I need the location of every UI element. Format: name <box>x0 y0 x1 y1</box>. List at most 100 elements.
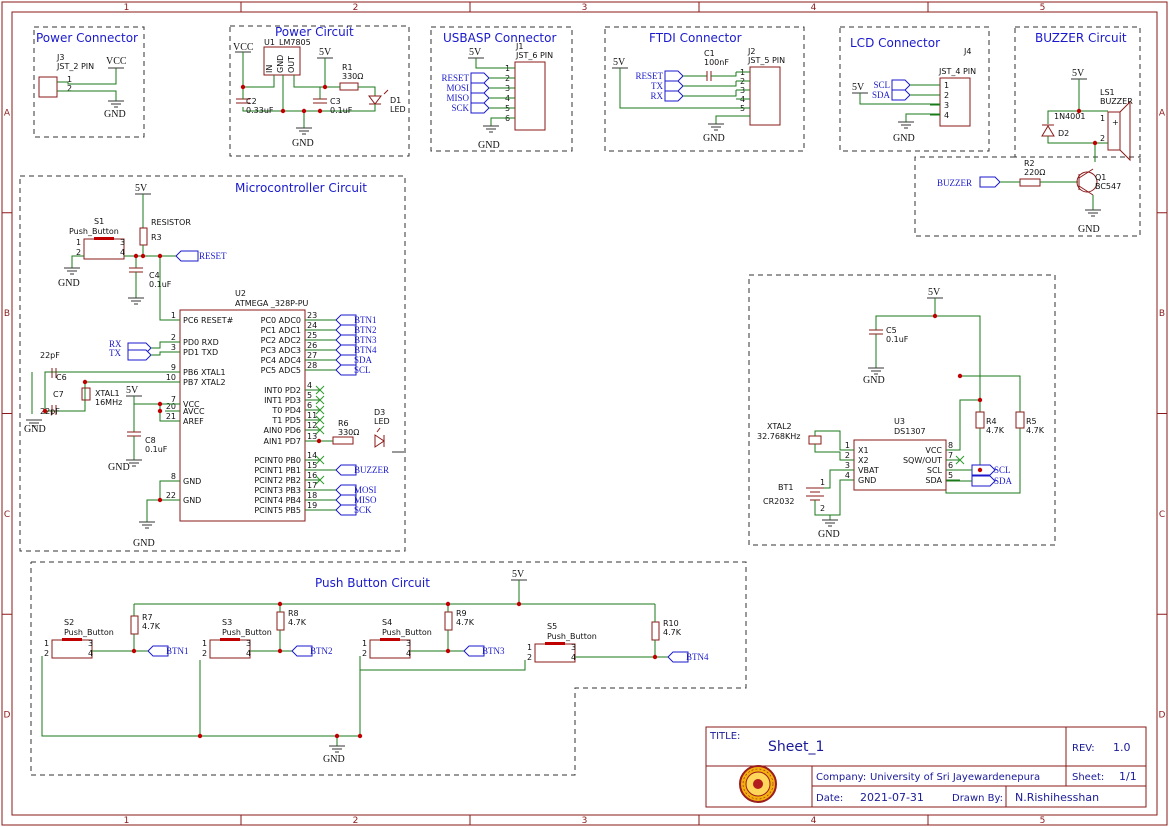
title-label: TITLE: <box>709 731 740 742</box>
pin-number: 23 <box>307 311 317 320</box>
ls-ref: LS1 <box>1100 88 1115 97</box>
plus-sign: + <box>1112 118 1119 127</box>
pin-number: 4 <box>307 381 312 390</box>
resistor-ref: R9 <box>456 609 467 618</box>
pin-name: INT1 PD3 <box>264 396 301 405</box>
pull-up-resistor <box>651 621 660 641</box>
d2-ref: D2 <box>1058 129 1069 138</box>
zone-row-label: B <box>1159 309 1165 319</box>
c1-ref: C1 <box>704 49 715 58</box>
pull-up-resistor <box>444 611 453 631</box>
pin-number: 2 <box>944 91 949 100</box>
pin-number: 1 <box>171 311 176 320</box>
pin-name: AIN1 PD7 <box>263 437 301 446</box>
r3-value: RESISTOR <box>151 218 191 227</box>
value: JST_4 PIN <box>938 67 976 76</box>
value: JST_5 PIN <box>747 56 785 65</box>
pin-number: 20 <box>166 402 176 411</box>
pin-name: PCINT2 PB2 <box>254 476 301 485</box>
gnd-label: GND <box>292 138 314 149</box>
u3-value: DS1307 <box>894 427 926 436</box>
c1-value: 100nF <box>704 58 729 67</box>
zone-column-label: 4 <box>811 816 817 826</box>
section-title: Microcontroller Circuit <box>235 181 367 195</box>
v5-label: 5V <box>135 183 148 194</box>
zone-row-label: C <box>4 510 10 520</box>
d1-ref: D1 <box>390 96 401 105</box>
gnd-label: GND <box>1078 224 1100 235</box>
push-button-body <box>51 639 93 659</box>
c8-value: 0.1uF <box>145 445 168 454</box>
microcontroller-section: Microcontroller Circuit 5V RESISTOR R3 S… <box>19 175 406 552</box>
net-flag <box>667 651 689 663</box>
pin-number: 16 <box>307 471 317 480</box>
pin-number: 3 <box>246 639 251 648</box>
zone-column-label: 1 <box>124 3 130 13</box>
ftdi-connector-section: FTDI Connector J2 JST_5 PIN C1 100nF 5V … <box>604 26 805 152</box>
atmega328-chip <box>179 309 306 522</box>
zone-row-label: A <box>4 108 11 118</box>
pull-up-resistor <box>130 615 139 635</box>
pin-number: 3 <box>944 101 949 110</box>
pin-name: PCINT3 PB3 <box>254 486 301 495</box>
gnd-label: GND <box>323 754 345 765</box>
gnd-label: GND <box>893 133 915 144</box>
pin-number: 10 <box>166 373 176 382</box>
value: JST_6 PIN <box>515 51 553 60</box>
pin-number: 2 <box>845 451 850 460</box>
pin-number: 17 <box>307 481 317 490</box>
pin-number: 4 <box>571 653 576 662</box>
switch-value: Push_Button <box>547 632 597 641</box>
pin-number: 5 <box>948 471 953 480</box>
pin-name: T1 PD5 <box>271 416 301 425</box>
net-flag <box>664 70 684 82</box>
net-flag <box>335 504 357 516</box>
ref: J3 <box>56 53 64 62</box>
pin-number: 2 <box>202 649 207 658</box>
r4-value: 4.7K <box>986 426 1005 435</box>
pin-name: PD1 TXD <box>183 348 218 357</box>
ref: J1 <box>515 42 523 51</box>
c2-value: 0.33uF <box>246 106 274 115</box>
v5-label: 5V <box>852 82 865 93</box>
zone-row-label: D <box>4 711 11 721</box>
pin-number: 26 <box>307 341 317 350</box>
power-connector-section: Power Connector J3 JST_2 PIN 1 2 VCC GND <box>33 26 145 138</box>
zone-column-label: 5 <box>1040 3 1046 13</box>
net-flag <box>470 82 490 94</box>
zone-row-label: C <box>1159 510 1165 520</box>
pin-number: 1 <box>67 75 72 84</box>
pin-name: AVCC <box>183 407 205 416</box>
net-flag <box>335 344 357 356</box>
push-button-body <box>369 639 411 659</box>
power-circuit-section: Power Circuit VCC U1 LM7805 IN GND OUT 5… <box>229 25 410 157</box>
u2-ref: U2 <box>235 289 246 298</box>
net-flag <box>147 645 169 657</box>
net-label: SDA <box>872 90 891 100</box>
pin-name: PC0 ADC0 <box>261 316 301 325</box>
gnd-label: GND <box>818 529 840 540</box>
pin-name: PCINT5 PB5 <box>254 506 301 515</box>
pin-name: PB6 XTAL1 <box>183 368 226 377</box>
no-connect-mark <box>315 455 325 465</box>
junction <box>277 648 283 654</box>
resistor-ref: R10 <box>663 619 679 628</box>
net-label: BUZZER <box>354 465 389 475</box>
push-button-actuator <box>220 638 240 641</box>
push-button-body <box>209 639 251 659</box>
pin-number: 28 <box>307 361 317 370</box>
title-block: TITLE: Sheet_1 REV: 1.0 Company: Univers… <box>705 726 1147 808</box>
pin-number: 18 <box>307 491 317 500</box>
usbasp-connector-section: USBASP Connector J1 JST_6 PIN 5V 123456R… <box>430 26 573 152</box>
pin-name: PCINT4 PB4 <box>254 496 301 505</box>
push-button-body <box>534 643 576 663</box>
pin-number: 15 <box>307 461 317 470</box>
pin-number: 2 <box>67 84 72 93</box>
pin-number: 4 <box>406 649 411 658</box>
net-label: MOSI <box>446 83 469 93</box>
rtc-section: 5V C5 0.1uF GND R4 4.7K R5 4.7K SCL SDA … <box>748 274 1056 546</box>
ls-value: BUZZER <box>1100 97 1133 106</box>
pin-number: 2 <box>820 504 825 513</box>
r4-ref: R4 <box>986 417 997 426</box>
